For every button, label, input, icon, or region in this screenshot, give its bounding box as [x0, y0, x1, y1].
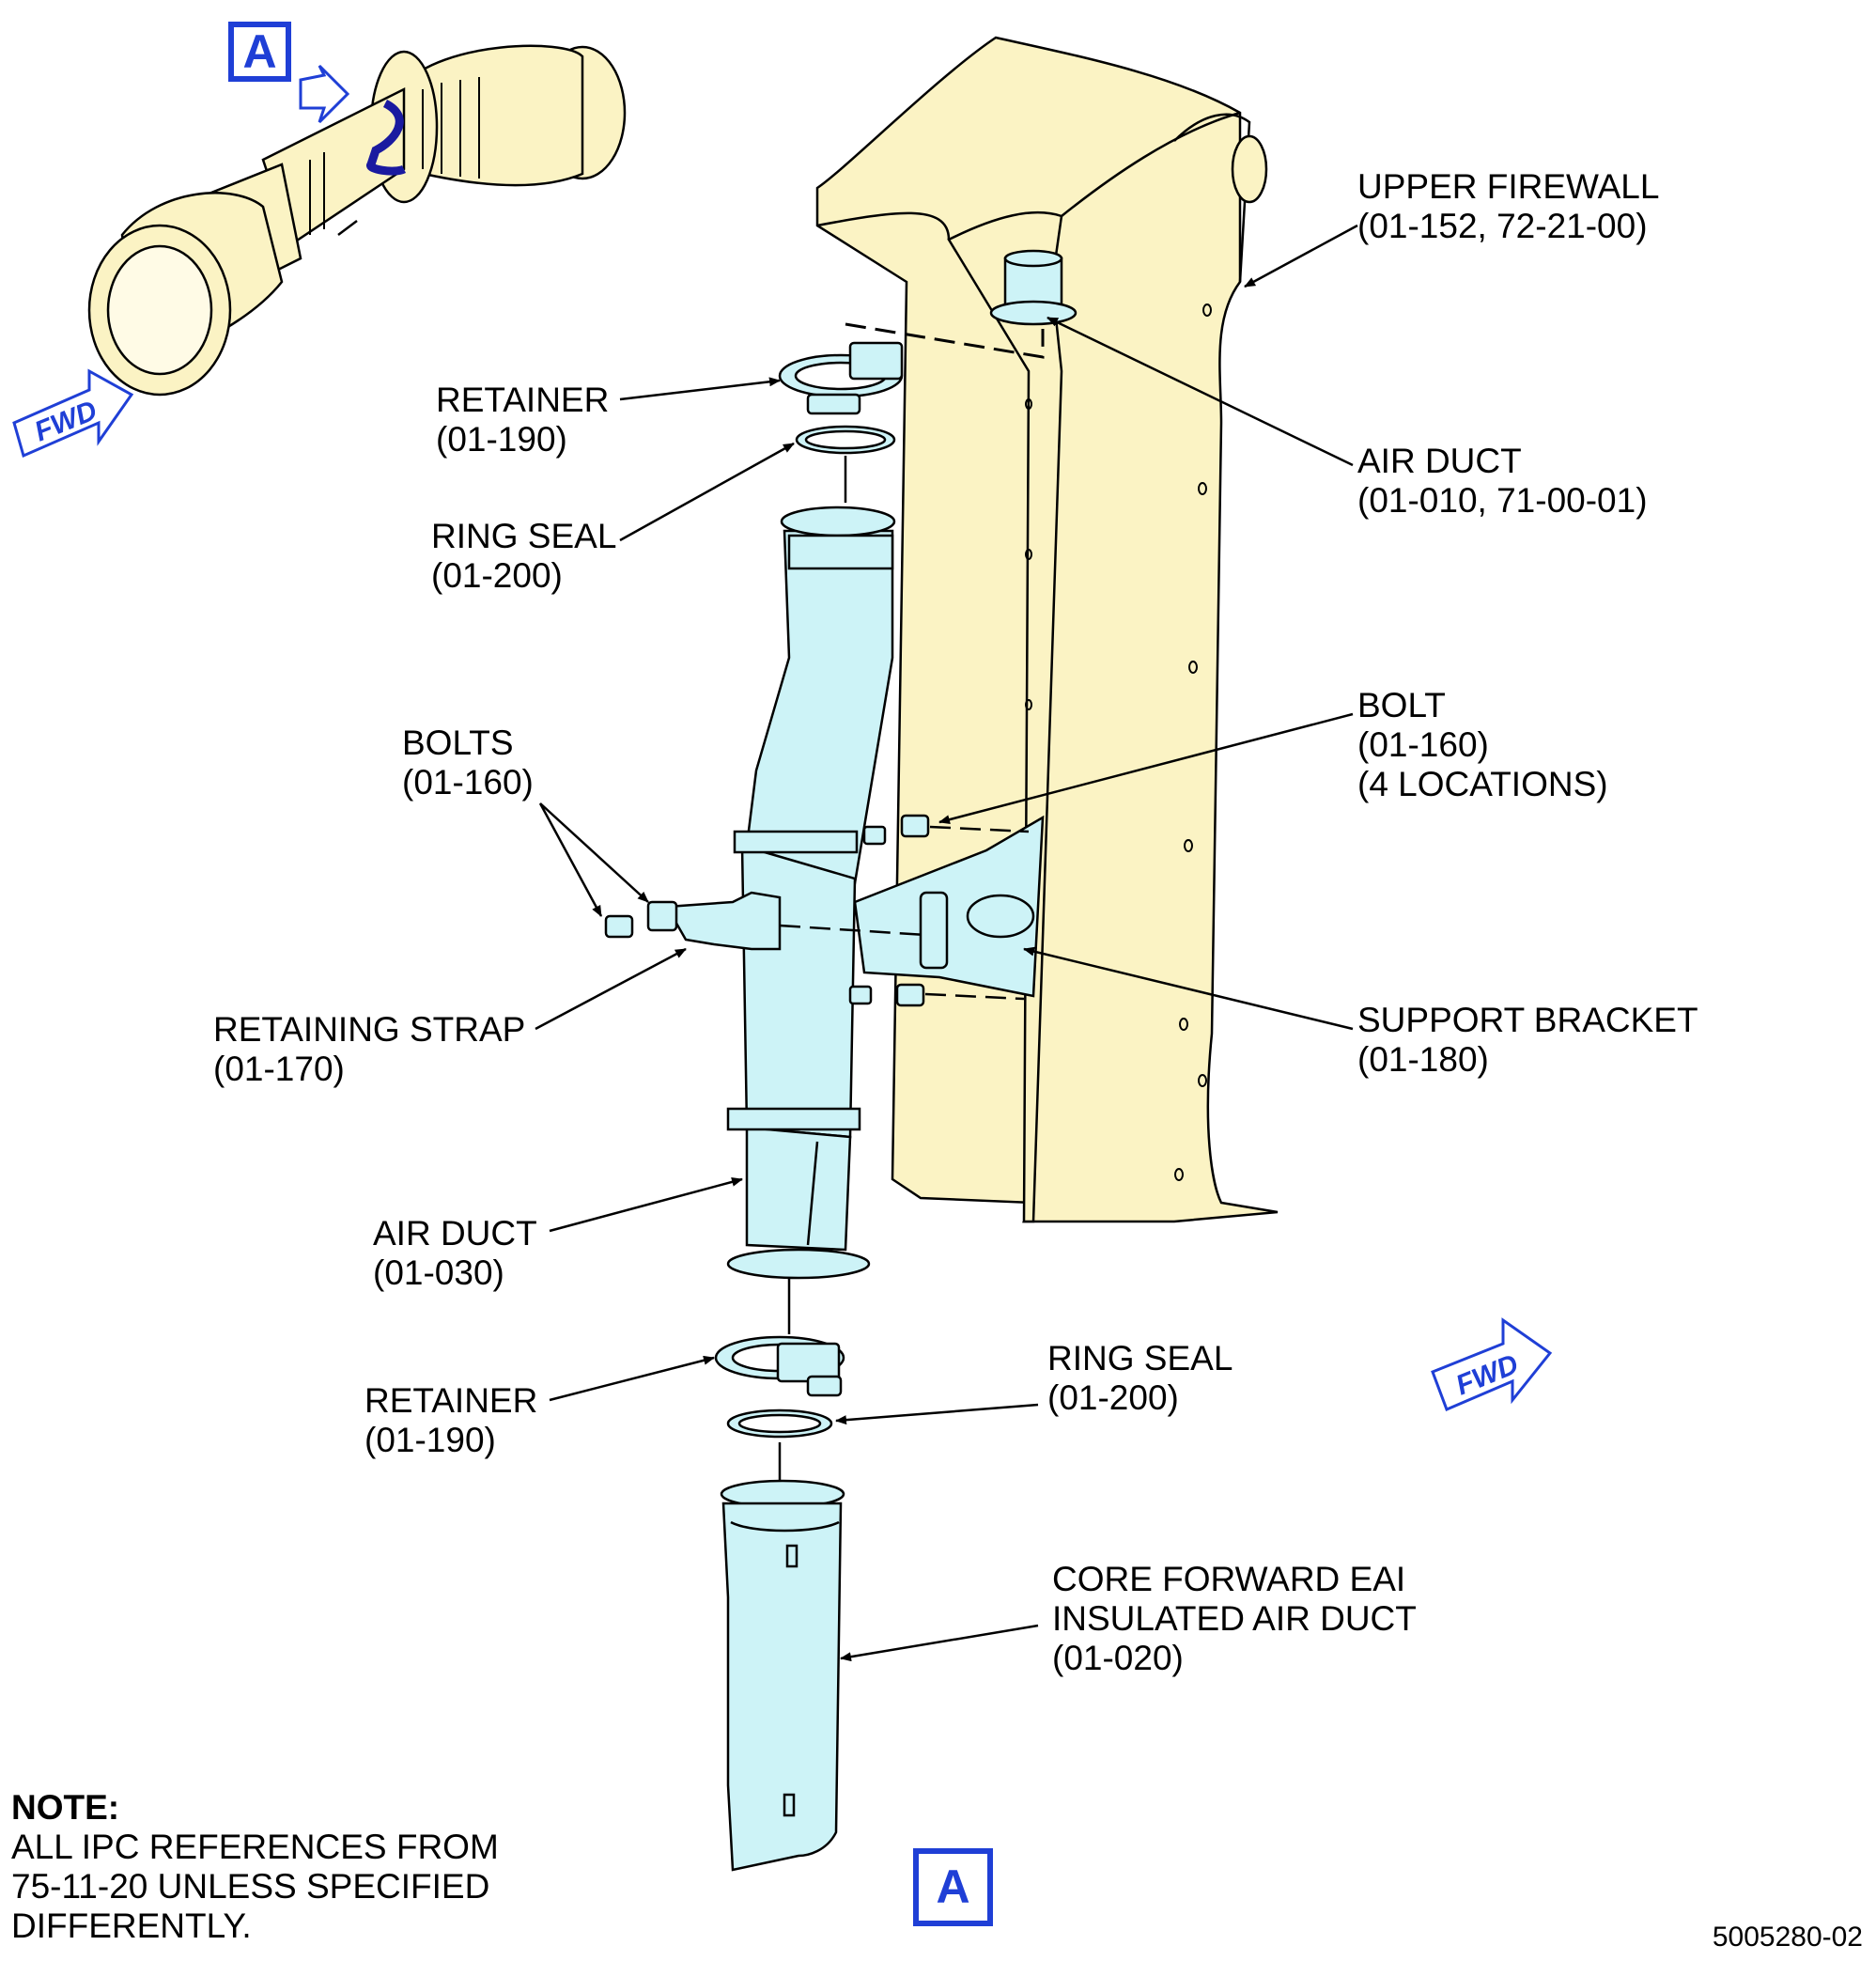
retainer-top-ref: (01-190) — [436, 420, 567, 459]
callout-bolt: BOLT (01-160) (4 LOCATIONS) — [1357, 686, 1608, 804]
callout-air-duct-mid: AIR DUCT (01-030) — [373, 1214, 537, 1293]
leader-lines — [535, 224, 1358, 1662]
alignment-line-top — [845, 322, 1045, 359]
callout-bolts: BOLTS (01-160) — [402, 724, 534, 802]
support-bracket — [853, 815, 1045, 998]
callout-retaining-strap: RETAINING STRAP (01-170) — [213, 1010, 525, 1089]
fwd-arrow-bottom: FWD — [1431, 1317, 1553, 1411]
note-title: NOTE: — [11, 1788, 120, 1827]
engine-overview — [87, 44, 627, 397]
drawing-number: 5005280-02 — [1712, 1922, 1863, 1953]
view-a-marker-bottom: A — [913, 1848, 993, 1926]
bolts-ref: (01-160) — [402, 763, 534, 802]
view-a-marker-top: A — [228, 22, 291, 82]
ring-seal-bottom — [726, 1408, 833, 1439]
retainer-bottom — [714, 1335, 845, 1397]
ring-seal-bottom-name: RING SEAL — [1047, 1339, 1233, 1377]
alignment-line-bolt-2 — [924, 992, 1025, 1001]
retaining-strap-ref: (01-170) — [213, 1050, 345, 1088]
bolt-qty: (4 LOCATIONS) — [1357, 765, 1608, 803]
support-bracket-ref: (01-180) — [1357, 1040, 1489, 1079]
callout-air-duct-top: AIR DUCT (01-010, 71-00-01) — [1357, 442, 1648, 521]
note-line-3: DIFFERENTLY. — [11, 1907, 252, 1945]
retaining-strap — [604, 891, 782, 951]
core-duct-line1: CORE FORWARD EAI — [1052, 1560, 1406, 1598]
ring-seal-top — [795, 425, 896, 455]
core-duct-line2: INSULATED AIR DUCT — [1052, 1599, 1417, 1638]
retainer-top — [778, 341, 904, 415]
note-line-1: ALL IPC REFERENCES FROM — [11, 1828, 499, 1866]
alignment-line-bolt-1 — [929, 825, 1030, 833]
upper-firewall-ref: (01-152, 72-21-00) — [1357, 207, 1648, 245]
callout-core-duct: CORE FORWARD EAI INSULATED AIR DUCT (01-… — [1052, 1560, 1417, 1678]
ring-seal-bottom-ref: (01-200) — [1047, 1378, 1179, 1417]
main-duct-upper — [726, 506, 896, 1280]
ring-seal-top-name: RING SEAL — [431, 517, 617, 555]
callout-upper-firewall: UPPER FIREWALL (01-152, 72-21-00) — [1357, 167, 1659, 246]
callout-retainer-top: RETAINER (01-190) — [436, 381, 609, 459]
retaining-strap-name: RETAINING STRAP — [213, 1010, 526, 1049]
bolt-name: BOLT — [1357, 686, 1446, 724]
callout-ring-seal-bottom: RING SEAL (01-200) — [1047, 1339, 1233, 1418]
core-forward-duct — [720, 1479, 845, 1872]
air-duct-top-name: AIR DUCT — [1357, 442, 1522, 480]
air-duct-mid-ref: (01-030) — [373, 1253, 504, 1292]
bolts-name: BOLTS — [402, 724, 514, 762]
ring-seal-top-ref: (01-200) — [431, 556, 563, 595]
air-duct-top-ref: (01-010, 71-00-01) — [1357, 481, 1648, 520]
note-block: NOTE: ALL IPC REFERENCES FROM 75-11-20 U… — [11, 1788, 499, 1946]
air-duct-upper-stub — [989, 249, 1078, 326]
view-direction-arrow — [299, 64, 350, 124]
note-line-2: 75-11-20 UNLESS SPECIFIED — [11, 1867, 490, 1906]
fwd-arrow-top: FWD — [12, 368, 134, 459]
bolt-ref: (01-160) — [1357, 725, 1489, 764]
air-duct-mid-name: AIR DUCT — [373, 1214, 537, 1253]
upper-firewall-name: UPPER FIREWALL — [1357, 167, 1660, 206]
retainer-top-name: RETAINER — [436, 381, 610, 419]
bracket-bolts — [848, 814, 930, 1007]
callout-ring-seal-top: RING SEAL (01-200) — [431, 517, 616, 596]
support-bracket-name: SUPPORT BRACKET — [1357, 1001, 1698, 1039]
retainer-bottom-name: RETAINER — [364, 1381, 538, 1420]
callout-retainer-bottom: RETAINER (01-190) — [364, 1381, 537, 1460]
core-duct-ref: (01-020) — [1052, 1639, 1184, 1677]
alignment-line-strap — [779, 924, 926, 937]
callout-support-bracket: SUPPORT BRACKET (01-180) — [1357, 1001, 1698, 1080]
retainer-bottom-ref: (01-190) — [364, 1421, 496, 1459]
